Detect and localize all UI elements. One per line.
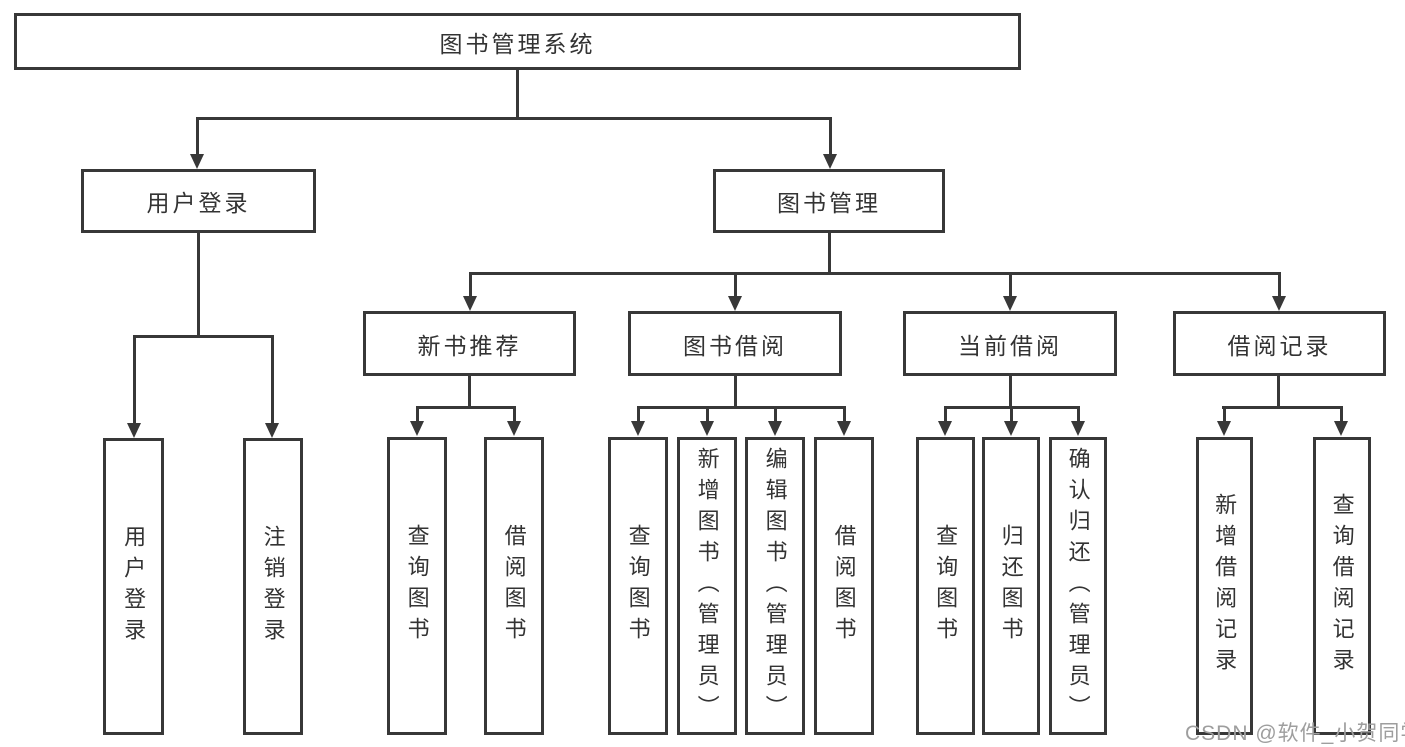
arrow-down-icon bbox=[837, 421, 851, 436]
connector-line bbox=[1010, 406, 1013, 424]
leaf-logout: 注销登录 bbox=[243, 438, 303, 735]
arrow-down-icon bbox=[410, 421, 424, 436]
arrow-down-icon bbox=[1334, 421, 1348, 436]
arrow-down-icon bbox=[1003, 296, 1017, 311]
connector-line bbox=[734, 272, 737, 299]
arrow-down-icon bbox=[768, 421, 782, 436]
connector-line bbox=[416, 406, 516, 409]
connector-line bbox=[469, 272, 1281, 275]
connector-line bbox=[828, 233, 831, 274]
arrow-down-icon bbox=[463, 296, 477, 311]
connector-line bbox=[469, 272, 472, 299]
connector-line bbox=[944, 406, 947, 424]
watermark: CSDN @软件_小贺同学 bbox=[1185, 722, 1405, 745]
leaf-br-add-record: 新增借阅记录 bbox=[1196, 437, 1253, 735]
connector-line bbox=[196, 117, 199, 157]
connector-line bbox=[516, 70, 519, 118]
arrow-down-icon bbox=[190, 154, 204, 169]
arrow-down-icon bbox=[823, 154, 837, 169]
leaf-bb-borrow-books: 借阅图书 bbox=[814, 437, 874, 735]
connector-line bbox=[416, 406, 419, 424]
node-user-login: 用户登录 bbox=[81, 169, 316, 233]
connector-line bbox=[271, 335, 274, 425]
node-borrow-records: 借阅记录 bbox=[1173, 311, 1386, 376]
arrow-down-icon bbox=[507, 421, 521, 436]
leaf-cb-confirm-return-admin: 确认归还（管理员） bbox=[1049, 437, 1107, 735]
arrow-down-icon bbox=[1272, 296, 1286, 311]
arrow-down-icon bbox=[631, 421, 645, 436]
connector-line bbox=[1340, 406, 1343, 424]
leaf-user-login: 用户登录 bbox=[103, 438, 164, 735]
connector-line bbox=[829, 117, 832, 157]
leaf-bb-query-books: 查询图书 bbox=[608, 437, 668, 735]
connector-line bbox=[637, 406, 845, 409]
node-new-books: 新书推荐 bbox=[363, 311, 576, 376]
leaf-br-query-record: 查询借阅记录 bbox=[1313, 437, 1371, 735]
arrow-down-icon bbox=[938, 421, 952, 436]
connector-line bbox=[1009, 272, 1012, 299]
connector-line bbox=[1009, 376, 1012, 408]
arrow-down-icon bbox=[1071, 421, 1085, 436]
connector-line bbox=[1077, 406, 1080, 424]
leaf-bb-edit-book-admin: 编辑图书（管理员） bbox=[745, 437, 805, 735]
leaf-bb-add-book-admin: 新增图书（管理员） bbox=[677, 437, 737, 735]
arrow-down-icon bbox=[1004, 421, 1018, 436]
leaf-cb-query-books: 查询图书 bbox=[916, 437, 975, 735]
connector-line bbox=[706, 406, 709, 424]
connector-line bbox=[1277, 376, 1280, 408]
node-book-mgmt: 图书管理 bbox=[713, 169, 945, 233]
connector-line bbox=[637, 406, 640, 424]
connector-line bbox=[1278, 272, 1281, 299]
connector-line bbox=[1223, 406, 1226, 424]
connector-line bbox=[133, 335, 136, 425]
node-current-borrow: 当前借阅 bbox=[903, 311, 1117, 376]
connector-line bbox=[774, 406, 777, 424]
arrow-down-icon bbox=[700, 421, 714, 436]
connector-line bbox=[843, 406, 846, 424]
node-book-borrow: 图书借阅 bbox=[628, 311, 842, 376]
connector-line bbox=[196, 117, 832, 120]
connector-line bbox=[734, 376, 737, 408]
leaf-nb-query-books: 查询图书 bbox=[387, 437, 447, 735]
arrow-down-icon bbox=[728, 296, 742, 311]
connector-line bbox=[468, 376, 471, 408]
leaf-cb-return-books: 归还图书 bbox=[982, 437, 1040, 735]
arrow-down-icon bbox=[127, 423, 141, 438]
connector-line bbox=[513, 406, 516, 424]
connector-line bbox=[197, 233, 200, 337]
arrow-down-icon bbox=[265, 423, 279, 438]
connector-line bbox=[133, 335, 274, 338]
arrow-down-icon bbox=[1217, 421, 1231, 436]
node-root: 图书管理系统 bbox=[14, 13, 1021, 70]
leaf-nb-borrow-books: 借阅图书 bbox=[484, 437, 544, 735]
connector-line bbox=[1222, 406, 1342, 409]
